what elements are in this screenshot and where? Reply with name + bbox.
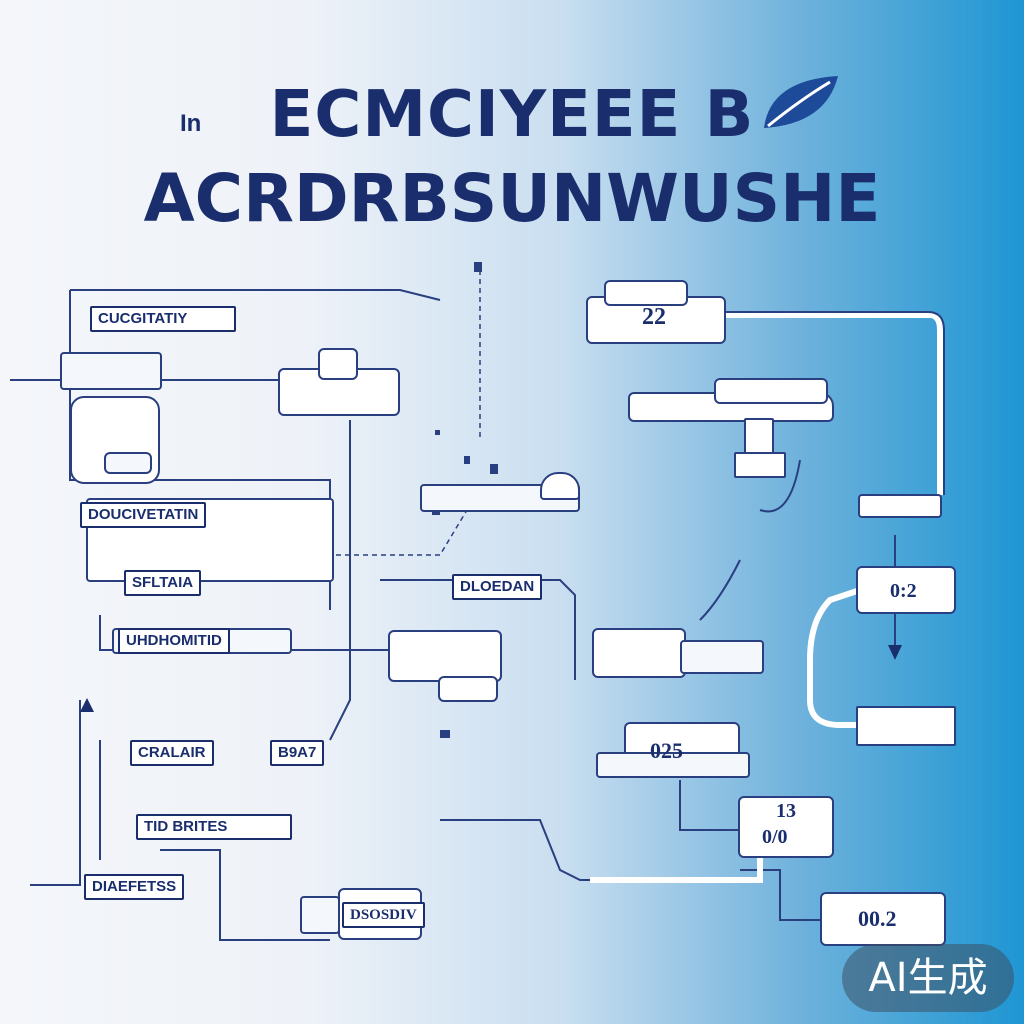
- lower-right-device-side: [596, 752, 750, 778]
- label-capacity: CUCGITATIY: [90, 306, 236, 332]
- center-panel: [592, 628, 686, 678]
- label-delete: DIAEFETSS: [84, 874, 185, 900]
- split-display-top-readout: 13: [776, 800, 796, 822]
- pump-foot: [734, 452, 786, 478]
- valve-head: [318, 348, 358, 380]
- label-stand: SFLTAIA: [124, 570, 202, 596]
- pressure-unit-top: [604, 280, 688, 306]
- wire-unit: [99, 615, 390, 651]
- label-module: DLOEDAN: [452, 574, 543, 600]
- wire-curl: [759, 459, 801, 513]
- pressure-unit-readout: 22: [642, 304, 666, 330]
- leaf-icon: [764, 76, 838, 128]
- code-box-stand: [300, 896, 340, 934]
- right-gauge-readout: 0:2: [890, 580, 917, 602]
- left-housing-top: [60, 352, 162, 390]
- label-scale: CRALAIR: [130, 740, 214, 766]
- split-display-bottom-readout: 0/0: [762, 826, 788, 848]
- piston-dome: [540, 472, 580, 500]
- pipe-bottom: [590, 840, 763, 883]
- left-housing-window: [104, 452, 152, 474]
- label-code-box: DSOSDIV: [342, 902, 425, 928]
- right-end-box: [856, 706, 956, 746]
- label-unit: UHDHOMITID: [118, 628, 230, 654]
- label-scale-code: B9A7: [270, 740, 325, 766]
- page-title-line-1: ECMCIYEEE B: [269, 78, 755, 152]
- wire-center-down: [329, 420, 351, 741]
- wire-capacity: [70, 289, 441, 301]
- center-panel-extension: [680, 640, 764, 674]
- wire-right-lower: [679, 780, 740, 831]
- split-display: [738, 796, 834, 858]
- pipe-right-loop: [807, 587, 861, 728]
- wire-curl-2: [699, 559, 741, 621]
- pipe-right-top: [720, 312, 943, 495]
- title-prefix: In: [180, 110, 202, 137]
- center-device-base: [438, 676, 498, 702]
- arrow-up: [80, 698, 94, 712]
- page-title-line-2: ACRDRBSUNWUSHE: [143, 160, 881, 237]
- bottom-right-readout: 00.2: [858, 906, 897, 931]
- arrow-down: [888, 645, 902, 660]
- label-build: TID BRITES: [136, 814, 292, 840]
- pump-hood: [714, 378, 828, 404]
- right-tank: [858, 494, 942, 518]
- ai-generated-badge: AI生成: [842, 944, 1014, 1012]
- pipe-right-top-edge: [720, 311, 945, 495]
- right-gauge: [856, 566, 956, 614]
- wire-bottom: [160, 849, 330, 941]
- dashed-wire-2: [300, 504, 471, 556]
- label-documentation: DOUCIVETATIN: [80, 502, 207, 528]
- lower-right-readout: 025: [650, 738, 683, 763]
- wire-bottom-left: [30, 700, 81, 886]
- center-device: [388, 630, 502, 682]
